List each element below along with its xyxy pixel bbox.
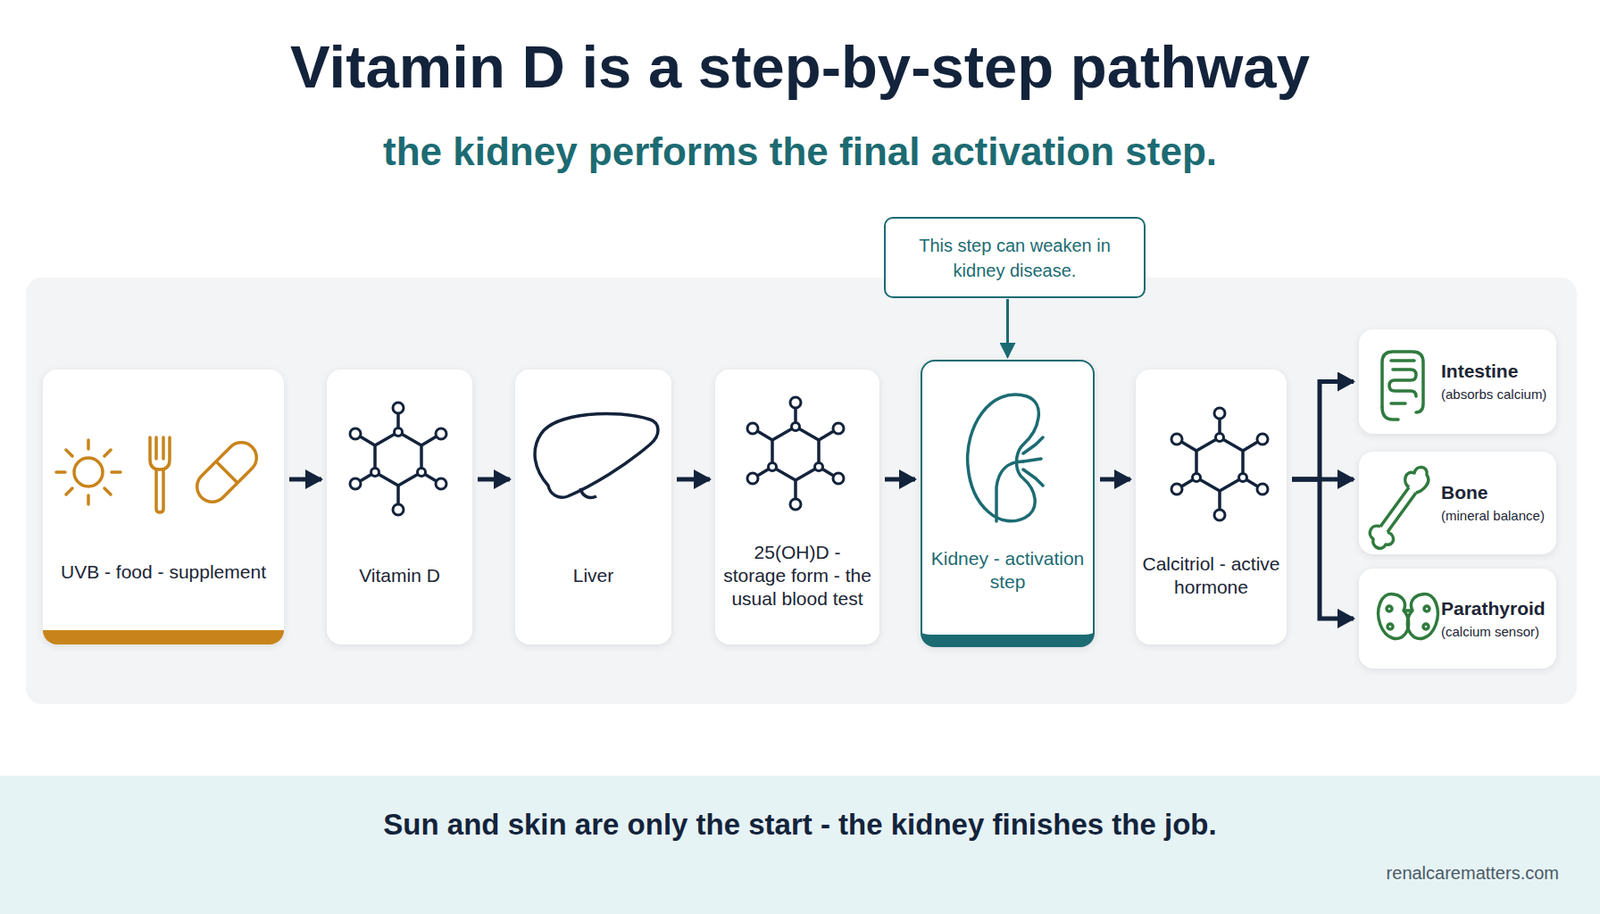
node-label: 25(OH)D - storage form - the usual blood… (720, 541, 875, 612)
liver-icon (534, 413, 659, 498)
watermark: renalcarematters.com (1386, 863, 1559, 884)
caption: Sun and skin are only the start - the ki… (0, 808, 1600, 842)
target-box: Parathyroid (calcium sensor) (1358, 568, 1557, 669)
parathyroid-icon (1378, 594, 1439, 640)
node-label: Bone (1441, 481, 1489, 505)
process-box: 25(OH)D - storage form - the usual blood… (715, 369, 880, 645)
node-sublabel: (absorbs calcium) (1441, 385, 1547, 404)
kidney-icon (967, 394, 1043, 522)
flow-arrow (1100, 477, 1131, 483)
organ-box: Liver (515, 369, 672, 645)
subtitle: the kidney performs the final activation… (0, 129, 1600, 175)
node-sublabel: (mineral balance) (1441, 507, 1545, 525)
source-box: UVB - food - supplement (42, 369, 284, 645)
process-box: Vitamin D (326, 369, 473, 645)
node-label: Calcitriol - active hormone (1141, 552, 1282, 600)
node-label: UVB - food - supplement (60, 560, 267, 584)
node-label: Kidney - activation step (927, 547, 1088, 595)
callout-box: This step can weaken in kidney disease. (883, 216, 1146, 299)
node-label: Intestine (1441, 359, 1518, 384)
flow-arrow (1291, 479, 1354, 619)
flow-arrow (884, 477, 916, 483)
molecule-icon (350, 402, 447, 516)
fork-icon (150, 437, 170, 513)
node-label: Parathyroid (1441, 597, 1546, 621)
molecule-icon (1171, 408, 1268, 521)
target-box: Intestine(absorbs calcium) (1358, 329, 1557, 434)
title: Vitamin D is a step-by-step pathway (0, 32, 1600, 101)
bone-icon (1369, 466, 1429, 549)
molecule-icon (747, 397, 844, 510)
sun-icon (56, 440, 121, 505)
node-label: Vitamin D (358, 564, 441, 588)
callout-arrow (1006, 299, 1009, 358)
intestine-icon (1382, 351, 1424, 420)
node-sublabel: (calcium sensor) (1441, 623, 1540, 642)
flow-arrow (676, 477, 710, 483)
node-label: Liver (573, 564, 615, 588)
hormone-box: Calcitriol - active hormone (1135, 369, 1287, 645)
target-box: Bone (mineral balance) (1358, 451, 1557, 555)
footer-band (0, 775, 1600, 914)
node-label: This step can weaken in kidney disease. (894, 233, 1135, 284)
flow-arrow (1291, 382, 1354, 481)
kidney-box: Kidney - activation step (920, 359, 1095, 648)
flow-arrow (289, 477, 322, 483)
flow-arrow (477, 477, 510, 483)
pill-icon (191, 436, 264, 509)
